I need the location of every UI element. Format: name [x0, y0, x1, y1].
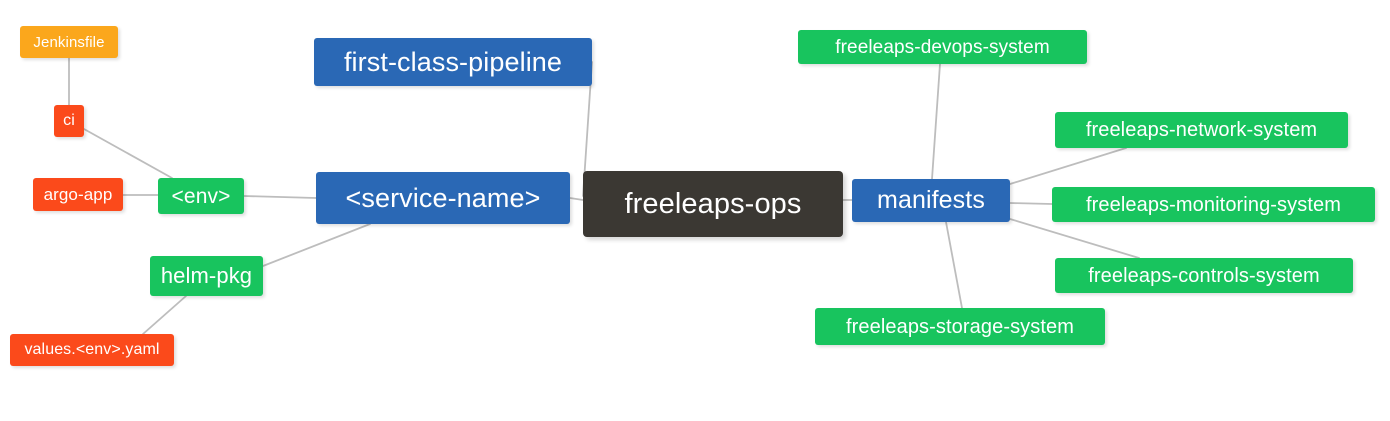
mindmap-node-label: <env>	[171, 184, 231, 208]
mindmap-node-label: freeleaps-devops-system	[835, 36, 1050, 58]
mindmap-node-label: freeleaps-network-system	[1085, 119, 1318, 141]
mindmap-node-label: Jenkinsfile	[33, 33, 105, 51]
mindmap-node-monitoring[interactable]: freeleaps-monitoring-system	[1052, 187, 1375, 222]
edge-root-to-svcname	[569, 197, 584, 201]
mindmap-node-root[interactable]: freeleaps-ops	[583, 171, 843, 237]
edge-manifests-to-controls	[1009, 218, 1140, 259]
mindmap-node-valuesyaml[interactable]: values.<env>.yaml	[10, 334, 174, 366]
mindmap-node-jenkinsfile[interactable]: Jenkinsfile	[20, 26, 118, 58]
mindmap-node-label: values.<env>.yaml	[24, 341, 160, 358]
mindmap-node-helmpkg[interactable]: helm-pkg	[150, 256, 263, 296]
mindmap-node-fcp[interactable]: first-class-pipeline	[314, 38, 592, 86]
mindmap-node-env[interactable]: <env>	[158, 178, 244, 214]
mindmap-node-argoapp[interactable]: argo-app	[33, 178, 123, 211]
edge-manifests-to-devops	[931, 63, 941, 180]
edge-manifests-to-network	[1009, 147, 1127, 185]
mindmap-node-label: first-class-pipeline	[343, 46, 563, 77]
edge-helmpkg-to-valuesyaml	[142, 295, 187, 335]
mindmap-node-label: manifests	[877, 186, 985, 214]
edge-env-to-ci	[83, 128, 173, 179]
mindmap-node-label: freeleaps-monitoring-system	[1085, 193, 1341, 216]
mindmap-node-label: freeleaps-ops	[624, 187, 802, 220]
mindmap-node-label: argo-app	[43, 185, 113, 204]
mindmap-node-storage[interactable]: freeleaps-storage-system	[815, 308, 1105, 345]
mindmap-node-ci[interactable]: ci	[54, 105, 84, 137]
mindmap-node-label: ci	[63, 112, 75, 129]
mindmap-node-manifests[interactable]: manifests	[852, 179, 1010, 222]
mindmap-node-label: <service-name>	[345, 182, 541, 213]
mindmap-node-label: freeleaps-storage-system	[845, 315, 1075, 338]
edge-svcname-to-env	[243, 195, 317, 199]
mindmap-node-devops[interactable]: freeleaps-devops-system	[798, 30, 1087, 64]
edge-manifests-to-storage	[945, 221, 963, 309]
mindmap-node-network[interactable]: freeleaps-network-system	[1055, 112, 1348, 148]
mindmap-node-label: freeleaps-controls-system	[1088, 264, 1320, 287]
mindmap-node-controls[interactable]: freeleaps-controls-system	[1055, 258, 1353, 293]
mindmap-node-svcname[interactable]: <service-name>	[316, 172, 570, 224]
mindmap-node-label: helm-pkg	[160, 263, 253, 288]
edge-manifests-to-monitoring	[1009, 202, 1053, 205]
edge-svcname-to-helmpkg	[262, 223, 371, 267]
